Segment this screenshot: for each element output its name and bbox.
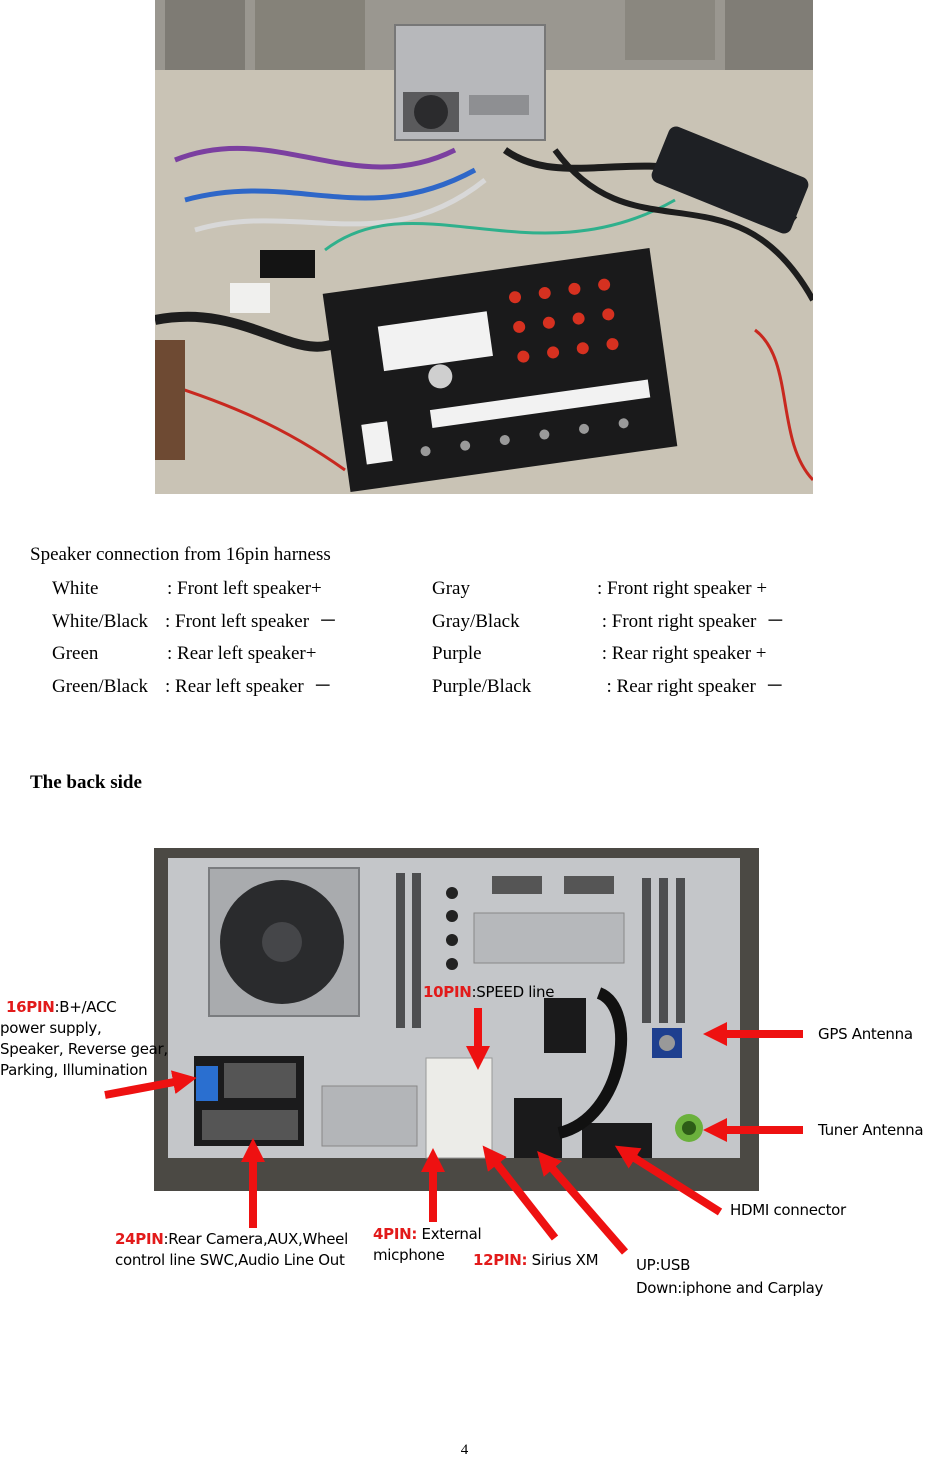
wire-desc: : Front left speaker+ <box>167 578 322 599</box>
pin24-title: 24PIN <box>115 1230 164 1248</box>
wire-color: Green/Black <box>52 675 149 697</box>
wire-desc: : Rear right speaker － <box>597 675 785 697</box>
pin24-line1: :Rear Camera,AUX,Wheel <box>163 1230 349 1248</box>
wire-desc: : Front right speaker + <box>597 578 768 599</box>
wire-color: White/Black <box>52 610 149 632</box>
annotation-12pin: 12PIN: Sirius XM <box>473 1250 599 1271</box>
test-bench-photo <box>155 0 813 494</box>
arrow-usb <box>537 1150 629 1255</box>
arrow-12pin <box>482 1145 559 1241</box>
pin16-line3: Speaker, Reverse gear, <box>0 1040 168 1058</box>
annotation-usb-line2: Down:iphone and Carplay <box>636 1279 824 1297</box>
back-side-photo <box>154 848 759 1191</box>
wire-desc: : Rear left speaker+ <box>167 643 317 664</box>
annotation-10pin: 10PIN:SPEED line <box>423 982 554 1003</box>
annotation-4pin: 4PIN: External <box>373 1224 482 1245</box>
annotation-hdmi: HDMI connector <box>730 1201 846 1219</box>
pin16-line4: Parking, Illumination <box>0 1061 148 1079</box>
wire-color: Gray <box>432 578 470 599</box>
annotation-gps: GPS Antenna <box>818 1025 913 1043</box>
pin10-rest: :SPEED line <box>471 983 555 1001</box>
wire-color: Green <box>52 643 99 664</box>
pin12-title: 12PIN: <box>473 1251 528 1269</box>
annotation-16pin: 16PIN:B+/ACC <box>6 997 117 1018</box>
annotation-tuner: Tuner Antenna <box>818 1121 924 1139</box>
wire-desc: : Rear left speaker － <box>165 675 333 697</box>
pin4-line1: External <box>417 1225 482 1243</box>
wire-color: Gray/Black <box>432 610 520 632</box>
pin16-line1: :B+/ACC <box>54 998 117 1016</box>
annotation-24pin: 24PIN:Rear Camera,AUX,Wheel <box>115 1229 348 1250</box>
wire-color: Purple <box>432 643 482 664</box>
back-side-heading: The back side <box>30 772 142 793</box>
arrow-16pin <box>104 1070 197 1099</box>
page-number: 4 <box>460 1442 469 1458</box>
wire-color: White <box>52 578 99 599</box>
pin16-title: 16PIN <box>6 998 55 1016</box>
pin4-title: 4PIN: <box>373 1225 418 1243</box>
wire-desc: : Front left speaker － <box>165 610 338 632</box>
pin16-line2: power supply, <box>0 1019 102 1037</box>
annotation-usb-line1: UP:USB <box>636 1256 691 1274</box>
wire-color: Purple/Black <box>432 675 532 697</box>
pin24-line2: control line SWC,Audio Line Out <box>115 1251 345 1269</box>
wire-desc: : Rear right speaker + <box>597 643 767 664</box>
wire-desc: : Front right speaker － <box>597 610 785 632</box>
pin4-line2: micphone <box>373 1246 445 1264</box>
pin12-rest: Sirius XM <box>527 1251 599 1269</box>
arrow-hdmi <box>614 1145 723 1216</box>
speaker-intro: Speaker connection from 16pin harness <box>30 544 331 565</box>
pin10-title: 10PIN <box>423 983 472 1001</box>
